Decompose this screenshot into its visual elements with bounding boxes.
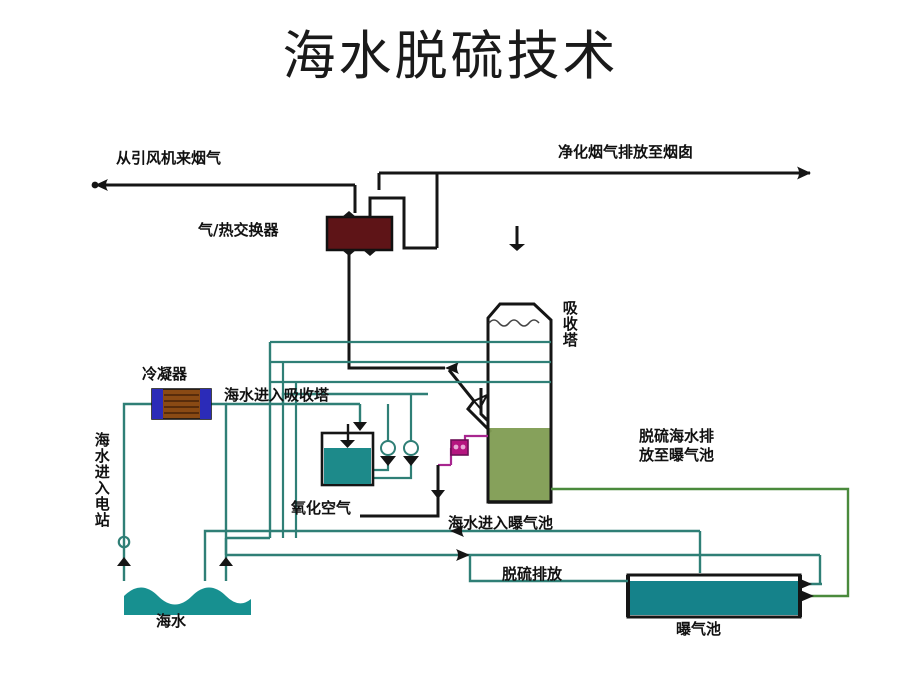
oxidation-air-tank-icon	[320, 424, 375, 487]
label-seawater-to-aeration-pool: 海水进入曝气池	[448, 514, 554, 532]
absorber-tower-icon	[479, 302, 553, 504]
label-aeration-pool: 曝气池	[676, 620, 722, 638]
oxidation-air-supply-line	[360, 465, 445, 518]
pump-2-icon	[403, 440, 419, 466]
seawater-pipe-group	[117, 340, 822, 590]
label-oxidation-air: 氧化空气	[291, 499, 352, 517]
label-seawater-to-plant: 海水进入电站	[92, 432, 111, 528]
label-flue-gas-inlet: 从引风机来烟气	[116, 149, 222, 167]
label-seawater: 海水	[156, 612, 187, 630]
condenser-icon	[151, 388, 212, 420]
label-clean-gas-outlet: 净化烟气排放至烟囱	[558, 143, 694, 161]
flue-gas-inlet-line	[91, 179, 355, 191]
aeration-discharge-line	[468, 555, 628, 583]
label-gas-heat-exchanger: 气/热交换器	[198, 221, 279, 239]
aeration-pool-icon	[626, 573, 802, 619]
process-flow-diagram: 从引风机来烟气 气/热交换器 净化烟气排放至烟囱 吸收塔 冷凝器 海水进入吸收塔…	[0, 118, 901, 678]
seawater-body-icon	[124, 587, 251, 615]
label-condenser: 冷凝器	[142, 365, 188, 383]
gas-heat-exchanger-icon	[325, 211, 394, 256]
desulfurized-seawater-pipe	[551, 487, 850, 602]
label-desulfurization-discharge: 脱硫排放	[502, 565, 563, 583]
oxidation-air-pipe	[438, 434, 488, 467]
label-seawater-to-absorber: 海水进入吸收塔	[224, 386, 330, 404]
label-absorber-tower: 吸收塔	[560, 300, 579, 348]
label-desulfurized-seawater-to-aeration: 脱硫海水排 放至曝气池	[639, 427, 715, 464]
pump-1-icon	[380, 440, 396, 466]
diagram-canvas	[91, 166, 850, 619]
blower-icon	[450, 439, 469, 456]
flue-gas-duct-group	[91, 166, 811, 434]
page-title: 海水脱硫技术	[282, 26, 619, 87]
